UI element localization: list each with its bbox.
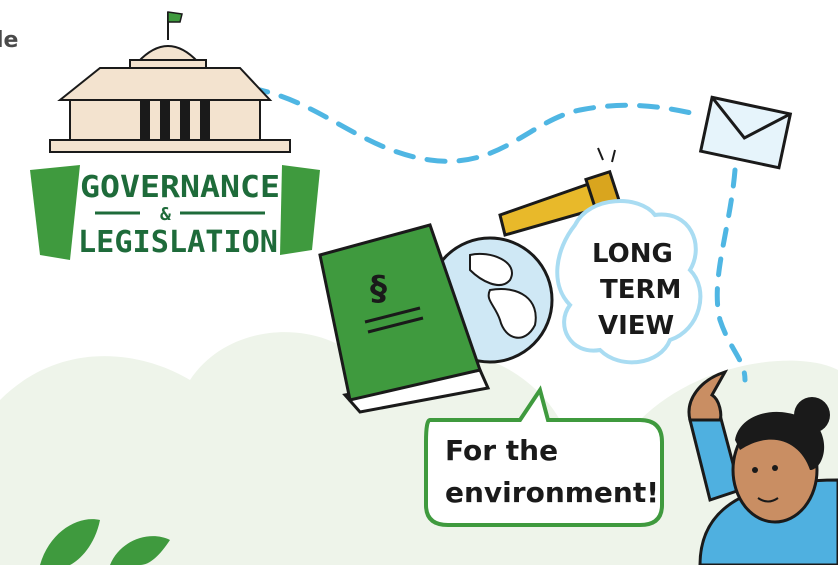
clipped-heading: le — [0, 28, 19, 53]
book-icon: § — [318, 223, 491, 414]
governance-amp: & — [160, 204, 171, 225]
person-icon — [687, 369, 838, 565]
envelope-icon — [698, 95, 793, 170]
cloud-line3: VIEW — [598, 311, 674, 341]
cloud-icon — [555, 199, 703, 365]
book-symbol: § — [370, 269, 387, 309]
speech-bubble — [424, 385, 664, 527]
speech-line2: environment! — [445, 476, 659, 509]
speech-line1: For the — [445, 434, 558, 467]
governance-line2: LEGISLATION — [78, 225, 278, 260]
grass-left — [30, 165, 80, 260]
leaf-bottom-left — [40, 519, 170, 565]
building-icon — [49, 11, 291, 153]
telescope-icon — [498, 147, 621, 237]
dashed-path — [247, 85, 703, 164]
grass-right — [280, 165, 320, 255]
flag-icon — [167, 11, 183, 23]
dashed-path-down — [714, 167, 748, 383]
cloud-line1: LONG — [592, 239, 673, 269]
cloud-line2: TERM — [600, 275, 681, 305]
governance-line1: GOVERNANCE — [80, 170, 280, 205]
